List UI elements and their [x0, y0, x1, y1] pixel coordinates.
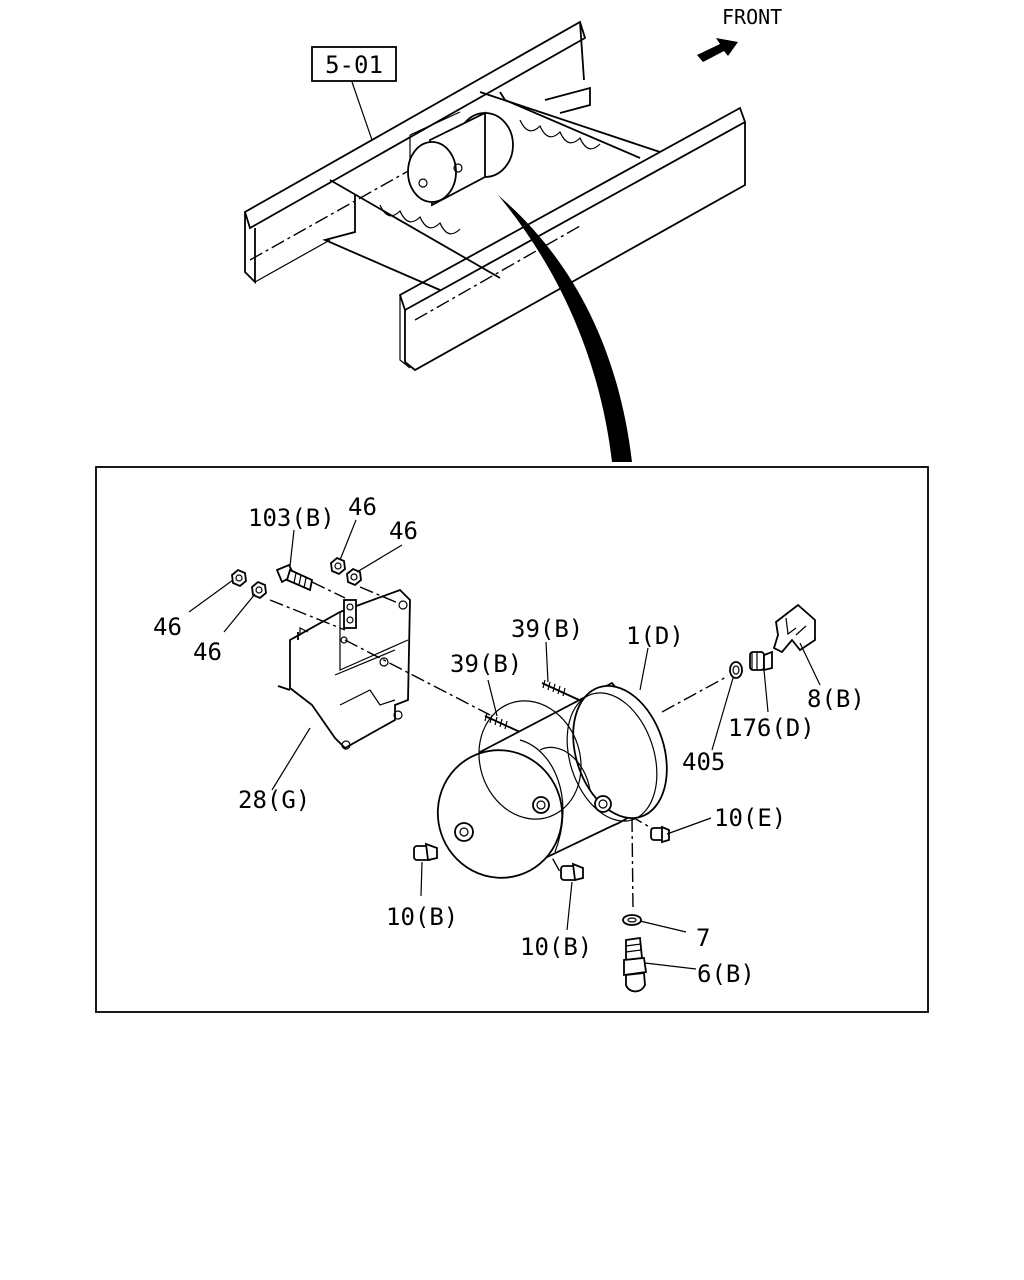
callout-label: 39(B): [511, 615, 583, 643]
callout-label: 46: [348, 493, 377, 521]
callout-label: 1(D): [626, 622, 684, 650]
callout-label: 6(B): [697, 960, 755, 988]
callout-label: 10(B): [386, 903, 458, 931]
callout-label: 46: [153, 613, 182, 641]
callout-label: 46: [193, 638, 222, 666]
detail-pointer: [498, 195, 632, 462]
callout-label: 103(B): [248, 504, 335, 532]
callout-label: 405: [682, 748, 725, 776]
leader-lines: [188, 519, 821, 970]
centerline: [631, 817, 634, 911]
callout-label: 10(B): [520, 933, 592, 961]
bracket-part: [277, 588, 411, 750]
callout-label: 28(G): [238, 786, 310, 814]
bolt-part: [275, 563, 314, 592]
detail-frame: [95, 466, 929, 1013]
callout-label: 176(D): [728, 714, 815, 742]
centerline: [269, 599, 346, 631]
callout-label: 46: [389, 517, 418, 545]
reference-box: 5-01: [311, 46, 397, 82]
elbow-fitting-part: [623, 936, 648, 993]
tank-in-frame: [407, 111, 514, 207]
front-label: FRONT: [722, 5, 782, 29]
callout-label: 8(B): [807, 685, 865, 713]
air-tank-part: [436, 681, 668, 879]
fitting-part: [729, 603, 816, 679]
callouts: 103(B) 46 46 46 46 39(B) 1(D) 39(B) 176(…: [153, 493, 865, 988]
callout-label: 39(B): [450, 650, 522, 678]
reference-label: 5-01: [325, 51, 383, 79]
front-direction-indicator: FRONT: [697, 5, 782, 62]
callout-label: 10(E): [714, 804, 786, 832]
nut-part: [231, 556, 362, 600]
centerline: [661, 675, 729, 713]
centerline: [359, 586, 399, 604]
centerline: [344, 639, 491, 716]
callout-label: 7: [696, 924, 710, 952]
front-arrow-icon: [697, 38, 738, 62]
centerline: [311, 581, 346, 599]
chassis-frame-overview: [243, 20, 747, 372]
plug-part: [413, 825, 670, 882]
washer-part: [622, 914, 642, 926]
